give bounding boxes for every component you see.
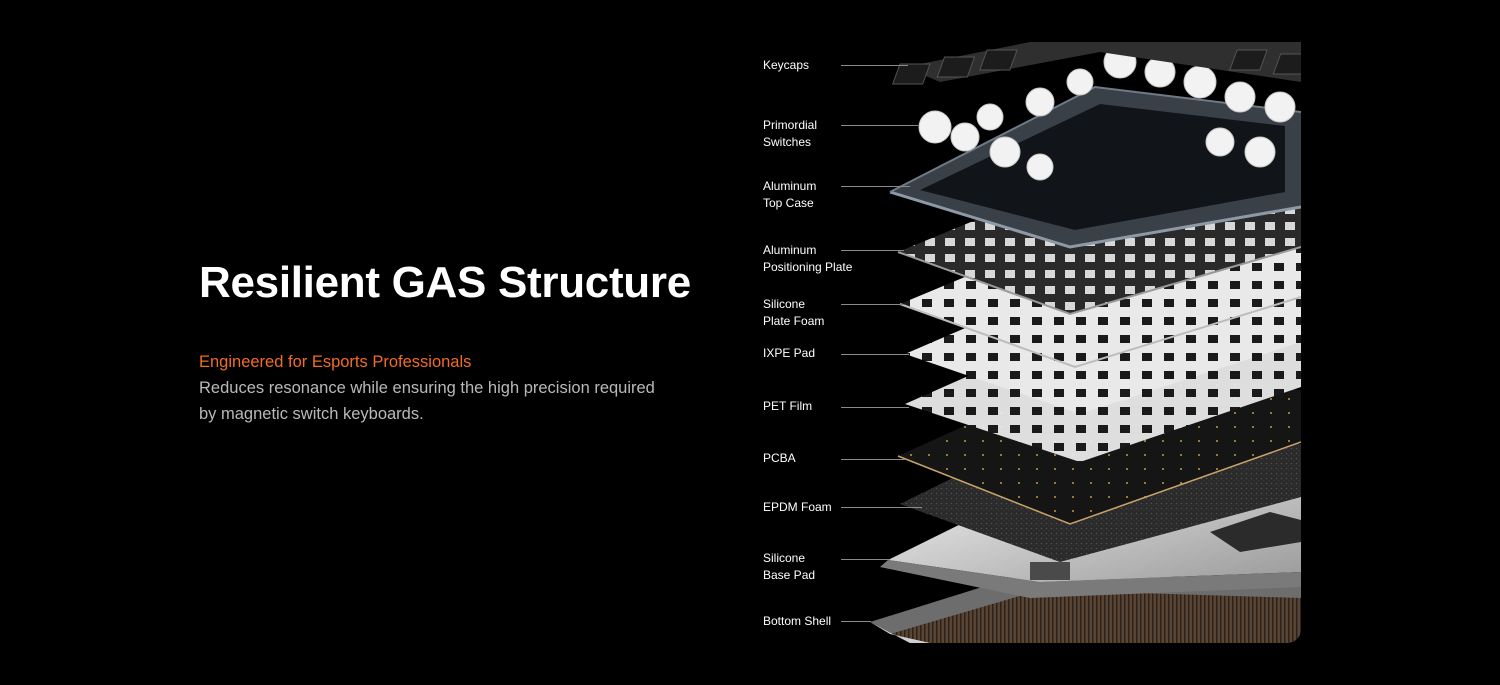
leader-ixpe-pad [841, 354, 909, 355]
leader-keycaps [841, 65, 908, 66]
keyboard-layers-illustration [870, 42, 1301, 643]
keycaps-layer [892, 42, 1301, 85]
leader-epdm-foam [841, 507, 922, 508]
label-ixpe-pad: IXPE Pad [763, 346, 816, 360]
label-silicone-base-pad: Silicone Base Pad [763, 551, 816, 582]
aluminum-top-case-layer [889, 85, 1301, 249]
text-block: Resilient GAS Structure Engineered for E… [199, 255, 719, 427]
leader-pcba [841, 459, 905, 460]
leader-silicone-plate-foam [841, 304, 904, 305]
section-title: Resilient GAS Structure [199, 258, 691, 307]
label-keycaps: Keycaps [763, 58, 810, 72]
leader-primordial-switches [841, 125, 918, 126]
section-subtitle: Engineered for Esports Professionals [199, 353, 472, 371]
label-pet-film: PET Film [763, 399, 813, 413]
leader-aluminum-top-case [841, 186, 910, 187]
label-primordial-switches: Primordial Switches [763, 118, 818, 149]
leader-aluminum-positioning-plate [841, 250, 904, 251]
primordial-switches-layer [918, 45, 1296, 181]
label-aluminum-top-case: Aluminum Top Case [763, 179, 817, 210]
leader-bottom-shell [841, 621, 871, 622]
layer-labels: Keycaps Primordial Switches Aluminum Top… [740, 42, 1301, 643]
label-aluminum-positioning-plate: Aluminum Positioning Plate [763, 243, 853, 274]
leader-silicone-base-pad [841, 559, 890, 560]
label-silicone-plate-foam: Silicone Plate Foam [763, 297, 825, 328]
label-bottom-shell: Bottom Shell [763, 614, 832, 628]
leader-pet-film [841, 407, 909, 408]
section-description: Reduces resonance while ensuring the hig… [199, 379, 655, 423]
exploded-keyboard-diagram: Keycaps Primordial Switches Aluminum Top… [740, 42, 1301, 643]
label-pcba: PCBA [763, 451, 796, 465]
label-epdm-foam: EPDM Foam [763, 500, 832, 514]
